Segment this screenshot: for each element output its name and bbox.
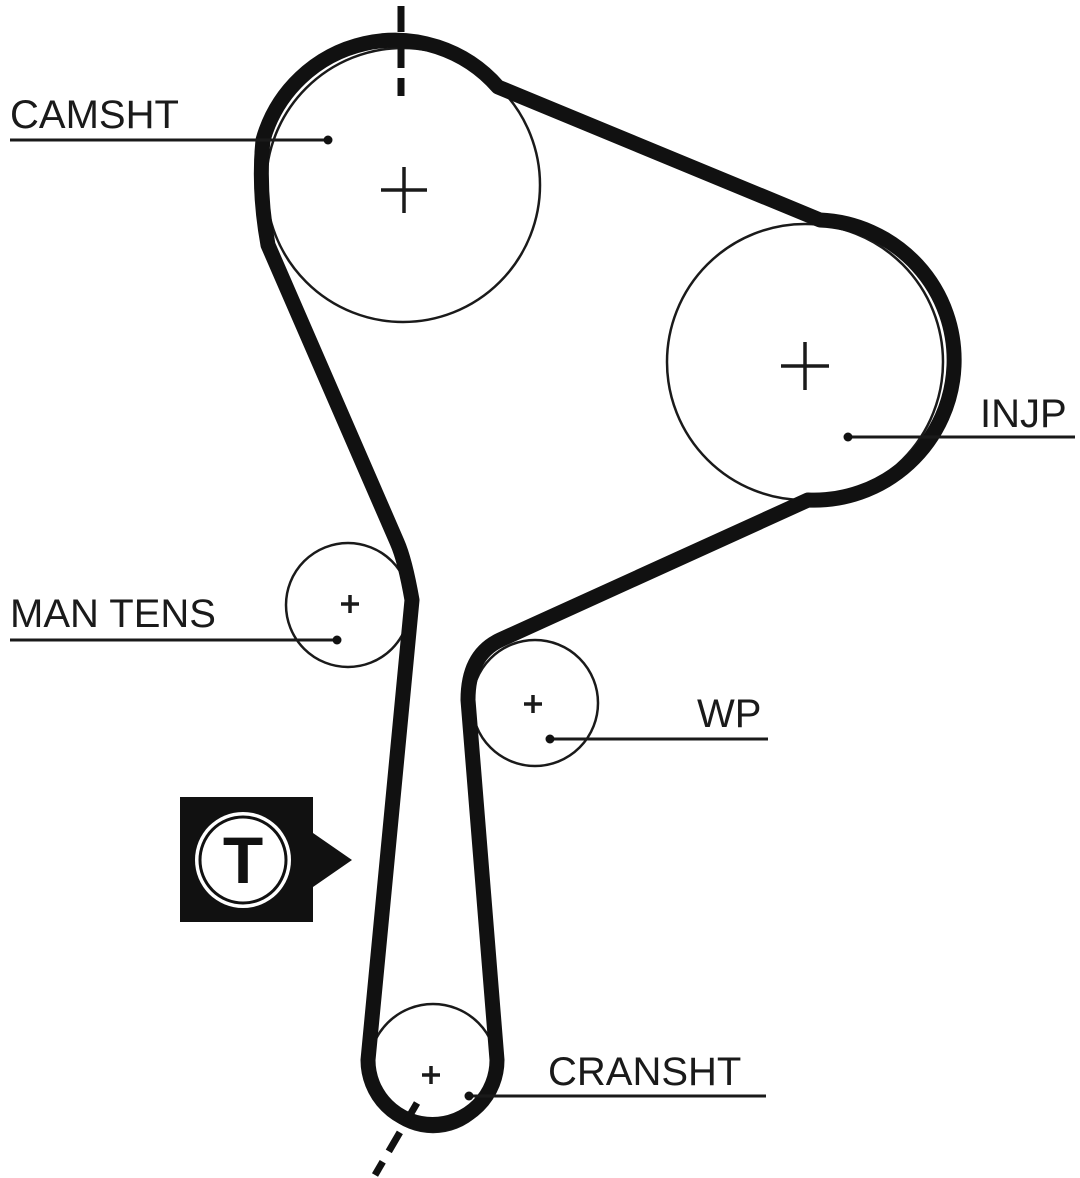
- manual-tensioner-pulley: [284, 541, 412, 669]
- crankshaft-timing-mark: [371, 1101, 421, 1177]
- manual-tensioner-label: MAN TENS: [10, 592, 216, 636]
- injection-pump-center-icon: [781, 342, 829, 390]
- camshaft-center-icon: [381, 167, 427, 213]
- injection-pump-pulley: [665, 222, 945, 502]
- tensioner-letter: T: [223, 823, 263, 897]
- injection-pump-leader: [843, 432, 1075, 442]
- manual-tensioner-center-icon: [341, 595, 359, 613]
- crankshaft-label: CRANSHT: [548, 1050, 741, 1094]
- camshaft-leader: [10, 135, 333, 145]
- tensioner-marker-icon: T: [180, 797, 352, 922]
- manual-tensioner-leader: [10, 635, 342, 645]
- timing-belt: [253, 32, 962, 1132]
- water-pump-center-icon: [524, 695, 542, 713]
- crankshaft-center-icon: [422, 1066, 440, 1084]
- injection-pump-label: INJP: [980, 392, 1067, 436]
- camshaft-label: CAMSHT: [10, 93, 179, 137]
- crankshaft-leader: [464, 1091, 766, 1101]
- water-pump-pulley: [470, 638, 600, 768]
- water-pump-leader: [545, 734, 768, 744]
- water-pump-label: WP: [697, 692, 761, 736]
